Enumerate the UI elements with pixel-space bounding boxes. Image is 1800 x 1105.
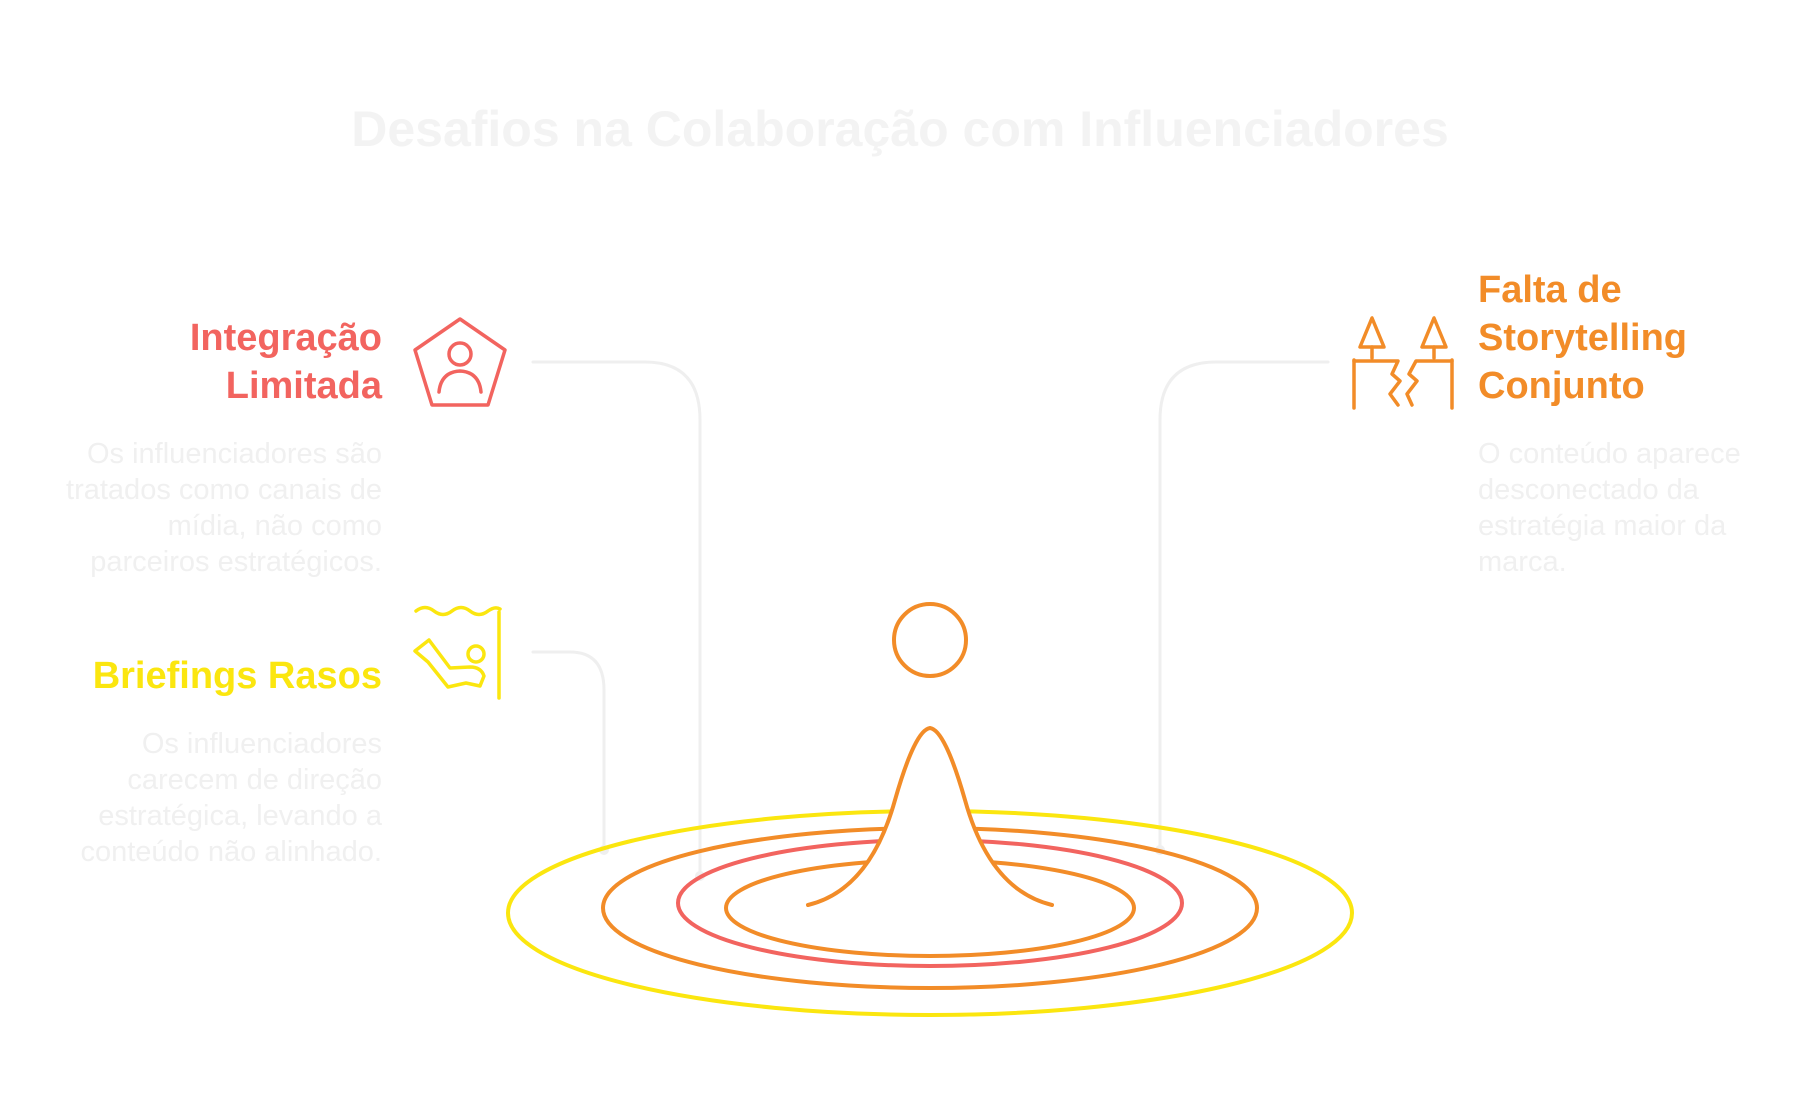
connector-storytelling (1158, 360, 1330, 852)
heading-integracao-limitada: Integração Limitada (189, 317, 382, 407)
broken-bridge-trees-icon (1352, 316, 1454, 410)
description-falta-storytelling-conjunto: O conteúdo aparece desconectado da estra… (1478, 438, 1741, 578)
connector-integracao (531, 360, 702, 878)
heading-briefings-rasos: Briefings Rasos (92, 655, 382, 697)
description-briefings-rasos: Os influenciadores carecem de direção es… (80, 728, 382, 868)
heading-falta-storytelling-conjunto: Falta de Storytelling Conjunto (1478, 269, 1688, 407)
description-integracao-limitada: Os influenciadores são tratados como can… (66, 438, 382, 578)
person-pentagon-icon (413, 317, 507, 407)
swimmer-shallow-water-icon (413, 605, 502, 700)
connector-briefings (531, 650, 606, 852)
diagram-title: Desafios na Colaboração com Influenciado… (351, 101, 1449, 157)
water-droplet (892, 602, 968, 678)
water-splash-peak (806, 725, 1054, 907)
